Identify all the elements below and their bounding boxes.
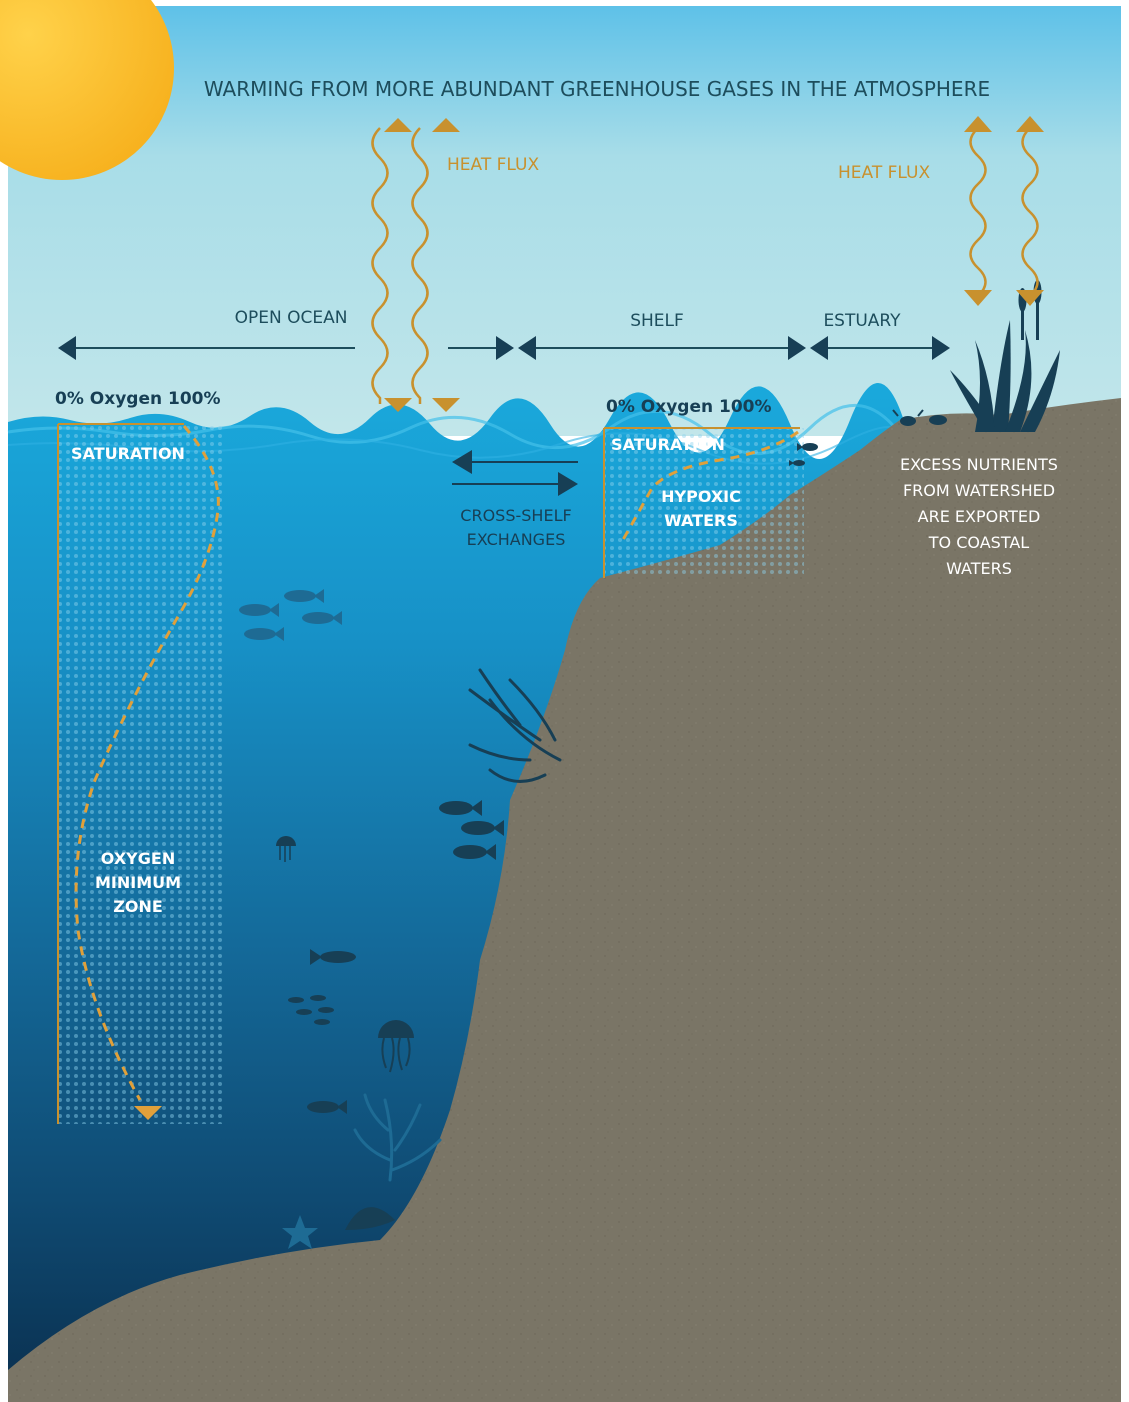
nutrients-line1: EXCESS NUTRIENTS [900, 455, 1058, 474]
oxygen-scale-open-ocean: 0% Oxygen 100% [55, 389, 221, 409]
small-fish-school-icon [288, 995, 334, 1025]
heat-flux-arrows-estuary [969, 127, 1039, 302]
oxygen-minimum-zone-line2: MINIMUM [95, 873, 181, 892]
diagram-title: WARMING FROM MORE ABUNDANT GREENHOUSE GA… [204, 77, 990, 101]
oxygen-scale-shelf: 0% Oxygen 100% [606, 397, 772, 417]
oxygen-minimum-zone-line1: OXYGEN [101, 849, 175, 868]
saturation-label-open-ocean: SATURATION [71, 444, 185, 463]
cross-shelf-arrows [452, 450, 578, 496]
hypoxic-waters-line2: WATERS [664, 511, 738, 530]
sky [8, 6, 1121, 436]
heat-flux-arrowheads-estuary [964, 116, 1044, 306]
continental-shelf-land [8, 398, 1121, 1402]
fish-group-mid-icon [307, 800, 504, 1114]
zone-label-shelf: SHELF [630, 311, 684, 331]
seafan-coral-icon [468, 668, 562, 783]
zone-span-arrows [58, 336, 950, 360]
crab-icon [892, 409, 947, 426]
jellyfish-icon [276, 836, 414, 1073]
shell-icon [345, 1207, 395, 1230]
heat-flux-label-estuary: HEAT FLUX [838, 163, 930, 183]
fish-school-icon [239, 589, 342, 641]
nutrients-line3: ARE EXPORTED [918, 507, 1041, 526]
zone-label-estuary: ESTUARY [823, 311, 901, 331]
branching-coral-icon [353, 1093, 442, 1182]
oxygen-profile-shelf [603, 427, 804, 578]
saturation-label-shelf: SATURATION [611, 435, 725, 454]
starfish-icon [282, 1215, 318, 1249]
hypoxic-waters-line1: HYPOXIC [661, 487, 741, 506]
heat-flux-arrowheads [384, 118, 460, 412]
cross-shelf-line2: EXCHANGES [467, 530, 566, 549]
cross-shelf-line1: CROSS-SHELF [460, 506, 571, 525]
heat-flux-label-open-ocean: HEAT FLUX [447, 155, 539, 175]
nutrients-line2: FROM WATERSHED [903, 481, 1055, 500]
nutrients-line4: TO COASTAL [928, 533, 1030, 552]
oxygen-minimum-zone-line3: ZONE [113, 897, 163, 916]
zone-label-open-ocean: OPEN OCEAN [235, 308, 348, 328]
fish-icon [789, 443, 818, 466]
nutrients-line5: WATERS [946, 559, 1012, 578]
sun-icon [0, 0, 174, 180]
heat-flux-arrows-open-ocean [371, 127, 429, 404]
oxygen-profile-open-ocean [57, 423, 226, 1124]
